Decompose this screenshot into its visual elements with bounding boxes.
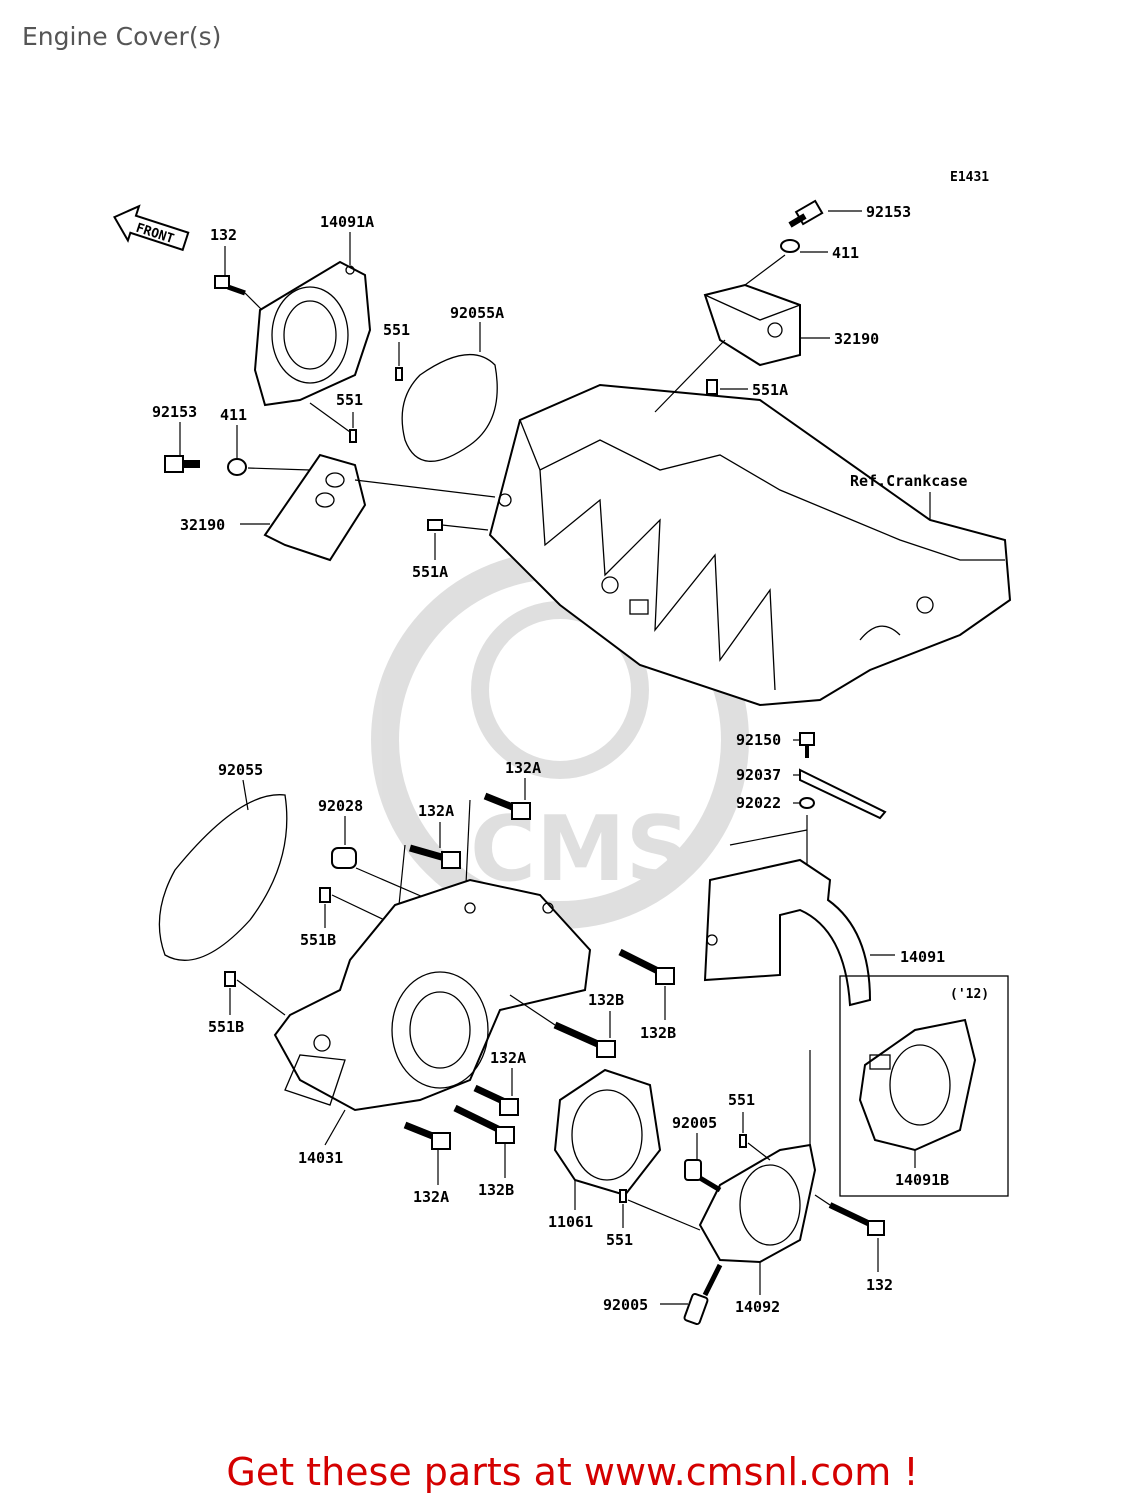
callout-14031: 14031: [298, 1149, 343, 1167]
bolt-132b-a: [618, 948, 675, 985]
callout-92005-1: 92005: [672, 1114, 717, 1132]
cover-14091a: [253, 260, 372, 407]
callout-92037: 92037: [736, 766, 781, 784]
dowel-551-a: [395, 367, 403, 381]
ref-crankcase-label: Ref.Crankcase: [850, 472, 967, 490]
bolt-132-top: [214, 275, 246, 296]
dowel-551-b: [349, 429, 357, 443]
bolt-92150: [799, 732, 815, 746]
callout-92028: 92028: [318, 797, 363, 815]
cover-14092: [698, 1143, 817, 1264]
callout-14092: 14092: [735, 1298, 780, 1316]
bolt-132b-c: [453, 1104, 515, 1144]
callout-11061: 11061: [548, 1213, 593, 1231]
fitting-92005-a: [684, 1159, 722, 1193]
cover-14091: [703, 858, 872, 1007]
dowel-551-c: [619, 1189, 627, 1203]
front-arrow-icon: FRONT: [113, 204, 190, 252]
callout-132b-1: 132B: [640, 1024, 676, 1042]
clamp-92037: [799, 768, 887, 820]
page-title: Engine Cover(s): [22, 22, 222, 51]
callout-14091: 14091: [900, 948, 945, 966]
callout-132a-2: 132A: [505, 759, 541, 777]
callout-411-left: 411: [220, 406, 247, 424]
dowel-551b-a: [319, 887, 331, 903]
callout-92005-2: 92005: [603, 1296, 648, 1314]
callout-132-br: 132: [866, 1276, 893, 1294]
callout-551-4: 551: [606, 1231, 633, 1249]
dowel-551a-left: [427, 519, 443, 531]
dowel-551-d: [739, 1134, 747, 1148]
plug-92028: [331, 847, 357, 869]
callout-132b-3: 132B: [478, 1181, 514, 1199]
variant-box-2012: [839, 975, 1009, 1197]
watermark-text: CMS: [470, 797, 690, 902]
fitting-92005-b: [683, 1263, 723, 1326]
diagram-code: E1431: [950, 170, 989, 185]
callout-551-3: 551: [728, 1091, 755, 1109]
washer-411-left: [227, 458, 247, 476]
bolt-132b-b: [553, 1021, 616, 1058]
callout-551b-2: 551B: [208, 1018, 244, 1036]
cover-14031: [273, 878, 592, 1112]
callout-92055: 92055: [218, 761, 263, 779]
callout-132a-4: 132A: [413, 1188, 449, 1206]
callout-551a-left: 551A: [412, 563, 448, 581]
bolt-92153-left: [164, 455, 200, 473]
bolt-132a-a: [409, 844, 461, 869]
callout-132b-2: 132B: [588, 991, 624, 1009]
bolt-92153-top: [788, 199, 824, 228]
bolt-132a-b: [483, 792, 531, 820]
callout-132a-3: 132A: [490, 1049, 526, 1067]
callout-132-top: 132: [210, 226, 237, 244]
bolt-132a-c: [473, 1084, 519, 1116]
callout-32190-left: 32190: [180, 516, 225, 534]
bolt-132-br: [828, 1202, 885, 1236]
bracket-32190-top: [703, 283, 801, 367]
gasket-92055a: [401, 353, 498, 462]
callout-411-top: 411: [832, 244, 859, 262]
dowel-551a-top: [706, 379, 718, 395]
callout-92150: 92150: [736, 731, 781, 749]
washer-411-top: [780, 239, 800, 253]
bolt-132a-d: [403, 1121, 451, 1150]
callout-551-2: 551: [336, 391, 363, 409]
cover-14091b: [858, 1018, 977, 1152]
crankcase-part: [488, 383, 1012, 707]
dowel-551b-b: [224, 971, 236, 987]
callout-92022: 92022: [736, 794, 781, 812]
callout-551-1: 551: [383, 321, 410, 339]
callout-92153-left: 92153: [152, 403, 197, 421]
callout-92055a: 92055A: [450, 304, 504, 322]
callout-551a-top: 551A: [752, 381, 788, 399]
callout-32190-top: 32190: [834, 330, 879, 348]
year-note: ('12): [950, 987, 989, 1002]
gasket-11061: [553, 1068, 662, 1197]
parts-diagram: CMS FRONT E1431 Ref.Crankcase 92153 411 …: [113, 170, 1012, 1326]
bracket-32190-left: [263, 453, 367, 562]
callout-14091b: 14091B: [895, 1171, 949, 1189]
gasket-92055: [158, 794, 288, 961]
callout-132a-1: 132A: [418, 802, 454, 820]
callout-551b-1: 551B: [300, 931, 336, 949]
callout-92153-top: 92153: [866, 203, 911, 221]
callout-14091a: 14091A: [320, 213, 374, 231]
washer-92022: [799, 797, 815, 809]
footer-link-text[interactable]: Get these parts at www.cmsnl.com !: [226, 1450, 919, 1494]
